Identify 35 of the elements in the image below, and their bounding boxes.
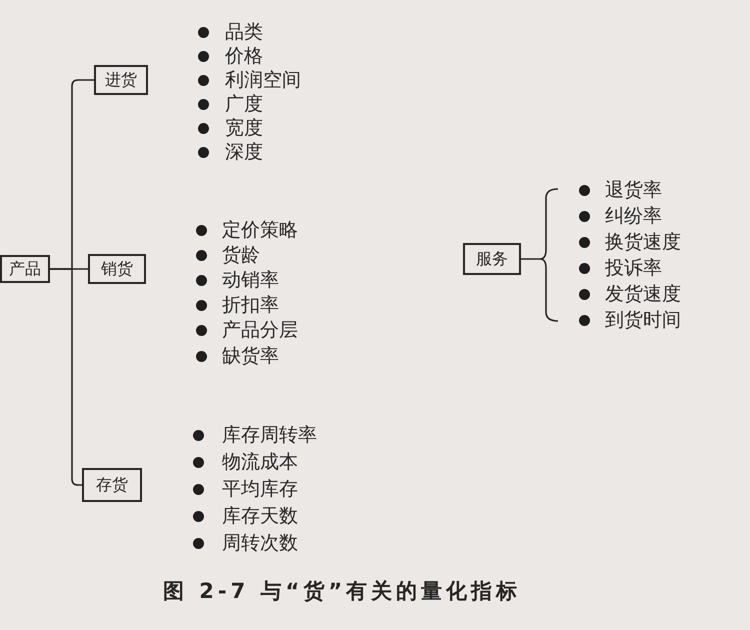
metric-label: 动销率 [222, 270, 279, 290]
metric-label: 定价策略 [222, 220, 298, 240]
category-box [94, 65, 148, 95]
metric-label: 品类 [225, 22, 263, 42]
metric-label: 纠纷率 [605, 206, 662, 226]
metric-label: 库存天数 [222, 506, 298, 526]
metric-label: 库存周转率 [222, 426, 317, 444]
metric-label: 深度 [225, 142, 263, 162]
metric-label: 到货时间 [605, 310, 681, 330]
metric-label: 宽度 [225, 118, 263, 138]
metric-label: 平均库存 [222, 480, 298, 498]
category-label: 产品 [9, 261, 41, 277]
metric-label: 投诉率 [605, 258, 662, 278]
metric-label: 利润空间 [225, 70, 301, 90]
category-box [88, 254, 146, 284]
metric-label: 产品分层 [222, 321, 298, 340]
category-box [0, 255, 50, 283]
metric-label: 换货速度 [605, 232, 681, 252]
metric-label: 折扣率 [222, 296, 279, 316]
category-label: 存货 [96, 477, 128, 493]
metric-label: 发货速度 [605, 284, 681, 304]
category-box [463, 243, 521, 275]
metric-label: 缺货率 [222, 346, 279, 366]
metric-label: 物流成本 [222, 452, 298, 472]
metric-label: 周转次数 [222, 534, 298, 552]
metric-label: 货龄 [222, 246, 260, 265]
category-box [82, 468, 142, 502]
connector-line [50, 268, 82, 486]
category-label: 服务 [476, 251, 508, 267]
metric-label: 退货率 [605, 180, 662, 200]
category-label: 销货 [101, 261, 133, 277]
metric-label: 广度 [225, 94, 263, 114]
metric-label: 价格 [225, 46, 263, 66]
figure-caption: 图 2-7 与“货”有关的量化指标 [163, 578, 522, 605]
category-label: 进货 [105, 72, 137, 88]
